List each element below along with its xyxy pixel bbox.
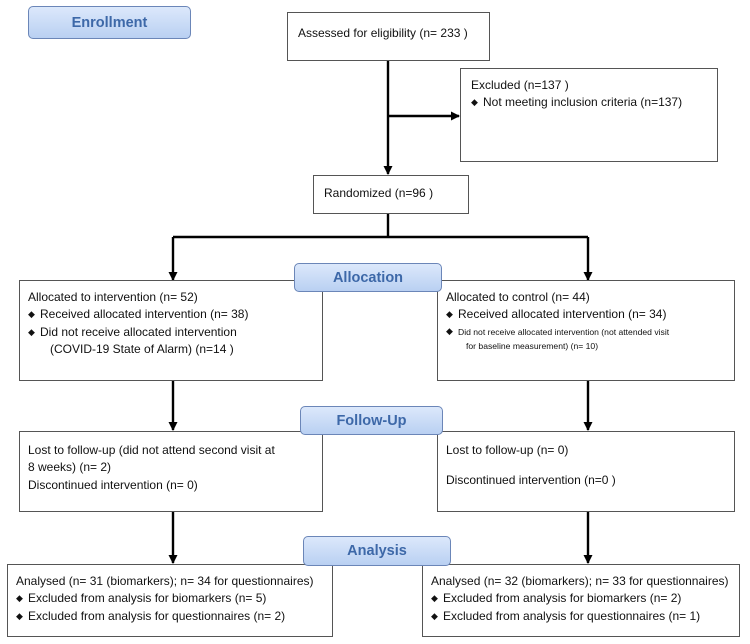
bullet-icon: ◆	[16, 610, 23, 621]
intervention-allocation-box: Allocated to intervention (n= 52) ◆ Recei…	[19, 280, 323, 381]
intervention-followup-box: Lost to follow-up (did not attend second…	[19, 431, 323, 512]
intervention-excluded-biomarkers-bullet: ◆ Excluded from analysis for biomarkers (…	[16, 590, 324, 607]
intervention-excluded-questionnaires-text: Excluded from analysis for questionnaire…	[28, 608, 286, 623]
follow-up-label: Follow-Up	[300, 406, 443, 435]
bullet-icon: ◆	[28, 326, 35, 337]
control-allocation-box: Allocated to control (n= 44) ◆ Received a…	[437, 280, 735, 381]
intervention-not-received-text: Did not receive allocated intervention	[40, 324, 237, 339]
control-not-received-text: Did not receive allocated intervention (…	[458, 326, 670, 337]
intervention-received-bullet: ◆ Received allocated intervention (n= 38)	[28, 306, 312, 323]
intervention-discontinued-text: Discontinued intervention (n= 0)	[28, 477, 198, 492]
intervention-analysis-box: Analysed (n= 31 (biomarkers); n= 34 for …	[7, 564, 333, 637]
bullet-icon: ◆	[471, 97, 478, 108]
bullet-icon: ◆	[431, 610, 438, 621]
excluded-bullet: ◆ Not meeting inclusion criteria (n=137)	[471, 94, 707, 111]
excluded-title: Excluded (n=137 )	[471, 78, 569, 92]
control-excluded-questionnaires-bullet: ◆ Excluded from analysis for questionnair…	[431, 608, 731, 625]
intervention-not-received-continued: (COVID-19 State of Alarm) (n=14 )	[50, 342, 234, 357]
bullet-icon: ◆	[446, 309, 453, 320]
intervention-allocation-title: Allocated to intervention (n= 52)	[28, 290, 198, 304]
control-not-received-bullet: ◆ Did not receive allocated intervention …	[446, 324, 726, 340]
allocation-label: Allocation	[294, 263, 442, 292]
control-not-received-continued: for baseline measurement) (n= 10)	[466, 340, 599, 351]
intervention-excluded-biomarkers-text: Excluded from analysis for biomarkers (n…	[28, 591, 267, 606]
randomized-box: Randomized (n=96 )	[313, 175, 469, 214]
control-followup-box: Lost to follow-up (n= 0) Discontinued in…	[437, 431, 735, 512]
control-excluded-questionnaires-text: Excluded from analysis for questionnaire…	[443, 608, 701, 623]
intervention-received-text: Received allocated intervention (n= 38)	[40, 307, 249, 322]
intervention-analysed-text: Analysed (n= 31 (biomarkers); n= 34 for …	[16, 574, 314, 588]
analysis-label: Analysis	[303, 536, 451, 566]
control-discontinued-text: Discontinued intervention (n=0 )	[446, 473, 616, 488]
bullet-icon: ◆	[446, 325, 453, 336]
intervention-not-received-bullet: ◆ Did not receive allocated intervention	[28, 324, 312, 341]
control-allocation-title: Allocated to control (n= 44)	[446, 290, 590, 304]
bullet-icon: ◆	[431, 593, 438, 604]
intervention-lost-text: Lost to follow-up (did not attend second…	[28, 443, 275, 457]
enrollment-label: Enrollment	[28, 6, 191, 39]
excluded-box: Excluded (n=137 ) ◆ Not meeting inclusion…	[460, 68, 718, 162]
excluded-bullet-text: Not meeting inclusion criteria (n=137)	[483, 95, 683, 110]
intervention-excluded-questionnaires-bullet: ◆ Excluded from analysis for questionnair…	[16, 608, 324, 625]
control-analysed-text: Analysed (n= 32 (biomarkers); n= 33 for …	[431, 574, 729, 588]
control-lost-text: Lost to follow-up (n= 0)	[446, 443, 569, 457]
assessed-text: Assessed for eligibility (n= 233 )	[298, 26, 468, 40]
randomized-text: Randomized (n=96 )	[324, 186, 434, 200]
bullet-icon: ◆	[16, 593, 23, 604]
intervention-lost-text-continued: 8 weeks) (n= 2)	[28, 460, 112, 475]
bullet-icon: ◆	[28, 309, 35, 320]
control-received-bullet: ◆ Received allocated intervention (n= 34)	[446, 306, 726, 323]
assessed-box: Assessed for eligibility (n= 233 )	[287, 12, 490, 61]
control-received-text: Received allocated intervention (n= 34)	[458, 307, 667, 322]
control-analysis-box: Analysed (n= 32 (biomarkers); n= 33 for …	[422, 564, 740, 637]
control-excluded-biomarkers-text: Excluded from analysis for biomarkers (n…	[443, 591, 682, 606]
control-excluded-biomarkers-bullet: ◆ Excluded from analysis for biomarkers (…	[431, 590, 731, 607]
